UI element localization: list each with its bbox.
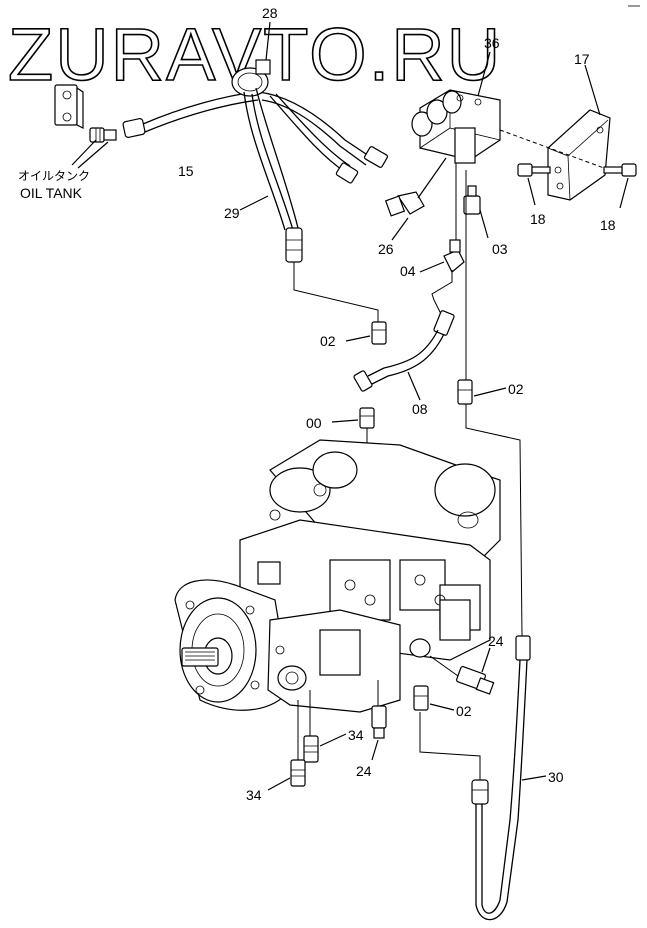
label-18-right: 18 <box>600 217 616 233</box>
label-24-right: 24 <box>488 633 504 649</box>
label-28: 28 <box>262 5 278 21</box>
label-02-lower: 02 <box>456 703 472 719</box>
elbow-04 <box>419 239 465 273</box>
oil-tank-label-en: OIL TANK <box>20 185 83 201</box>
label-24-lower: 24 <box>356 763 372 779</box>
label-08: 08 <box>412 401 428 417</box>
sensor-24-right <box>429 647 495 695</box>
fitting-02-right <box>457 379 507 405</box>
label-30: 30 <box>548 769 564 785</box>
label-02-upper: 02 <box>320 333 336 349</box>
hydraulic-pump-assembly <box>174 439 501 713</box>
fitting-34-lower <box>267 759 306 791</box>
hose-29 <box>239 87 303 263</box>
label-34-lower: 34 <box>246 787 262 803</box>
watermark-text: ZURAVTO.RU <box>8 13 502 96</box>
tank-fitting <box>89 127 117 143</box>
label-02-right: 02 <box>508 381 524 397</box>
pipe-08 <box>353 310 455 401</box>
label-04: 04 <box>400 263 416 279</box>
elbow-26 <box>384 157 447 241</box>
oil-tank-flange <box>54 84 84 129</box>
label-03: 03 <box>492 241 508 257</box>
fitting-02-upper <box>345 321 387 345</box>
label-29: 29 <box>224 205 240 221</box>
clamp-28 <box>231 21 271 97</box>
oil-tank-label-jp: オイルタンク <box>18 169 90 183</box>
valve-block-36 <box>411 51 501 164</box>
label-26: 26 <box>378 241 394 257</box>
dash-04-to-08 <box>431 270 453 317</box>
bolt-18-right <box>603 163 637 209</box>
label-36: 36 <box>484 35 500 51</box>
sensor-24-lower <box>371 705 387 761</box>
label-18-left: 18 <box>530 211 546 227</box>
elbow-03 <box>463 185 489 239</box>
bracket-17 <box>547 64 611 201</box>
label-00: 00 <box>306 415 322 431</box>
oil-tank-leader <box>71 139 109 169</box>
fitting-34-upper <box>303 733 347 763</box>
label-17: 17 <box>574 51 590 67</box>
bolt-18-left <box>517 163 551 206</box>
assembly-dash-line <box>499 129 605 169</box>
hose-to-elbow-26 <box>269 93 359 184</box>
hose-15 <box>122 91 389 168</box>
label-34-upper: 34 <box>348 727 364 743</box>
dash-29-to-02 <box>293 262 379 322</box>
label-15: 15 <box>178 163 194 179</box>
hose-30 <box>419 404 547 921</box>
fitting-02-lower <box>413 685 455 711</box>
